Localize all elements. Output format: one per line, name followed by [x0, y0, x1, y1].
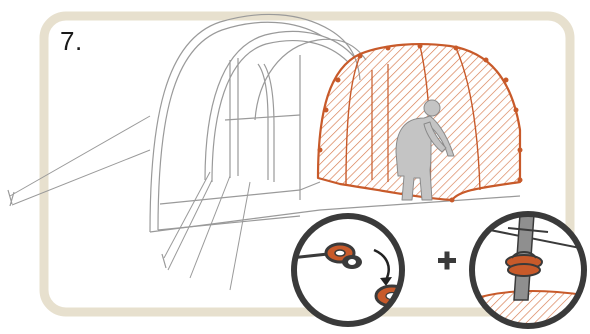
step-number: 7. — [60, 26, 83, 57]
